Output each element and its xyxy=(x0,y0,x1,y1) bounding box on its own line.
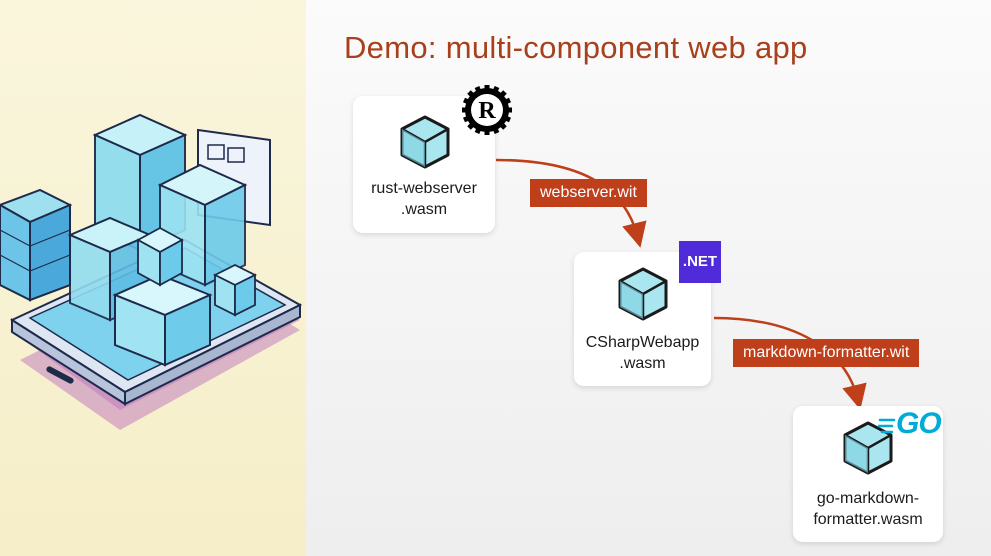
wit-label-markdown-formatter: markdown-formatter.wit xyxy=(733,339,920,367)
slide: Demo: multi-component web app rust-webse… xyxy=(306,0,991,556)
component-name-line2: .wasm xyxy=(619,355,666,372)
go-logo-icon: GO xyxy=(878,407,950,442)
wasm-component-cube-icon xyxy=(400,115,450,169)
go-logo-text: GO xyxy=(896,407,942,440)
phone-cubes-illustration xyxy=(0,113,303,430)
component-name-line2: formatter.wasm xyxy=(813,511,923,528)
wasm-component-cube-icon xyxy=(843,421,893,475)
component-card-rust-webserver: rust-webserver .wasm xyxy=(353,96,495,233)
dotnet-logo-icon: .NET xyxy=(679,241,721,283)
wasm-component-cube-icon xyxy=(618,267,668,321)
svg-text:R: R xyxy=(478,98,496,124)
rust-logo-icon: R xyxy=(462,85,512,135)
component-name-line1: go-markdown- xyxy=(816,490,920,507)
component-name-line2: .wasm xyxy=(400,201,448,218)
component-name-line1: rust-webserver xyxy=(371,180,477,197)
isometric-illustration xyxy=(0,0,306,556)
slide-title: Demo: multi-component web app xyxy=(344,30,808,65)
component-card-go-markdown-formatter: go-markdown- formatter.wasm xyxy=(793,406,943,542)
component-card-csharp-webapp: CSharpWebapp .wasm xyxy=(574,252,711,386)
component-name-line1: CSharpWebapp xyxy=(585,334,700,351)
wit-label-webserver: webserver.wit xyxy=(530,179,647,207)
go-speed-lines-icon xyxy=(878,418,896,434)
